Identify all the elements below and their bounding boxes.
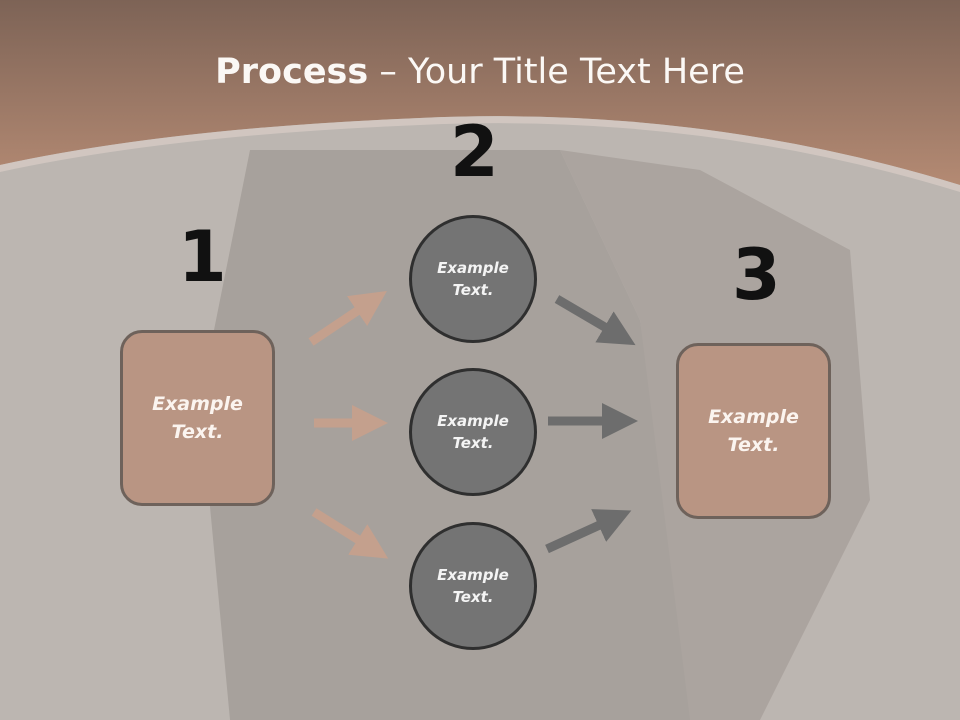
circle-top-line2: Text. <box>452 281 494 299</box>
circle-middle-line2: Text. <box>452 434 494 452</box>
arrow-left-down <box>311 508 389 559</box>
title-rest: – Your Title Text Here <box>368 52 745 92</box>
circle-bottom-line2: Text. <box>452 588 494 606</box>
circle-top-line1: Example <box>437 258 509 277</box>
title-bold: Process <box>215 52 369 92</box>
slide-title: Process – Your Title Text Here <box>0 52 960 92</box>
step-number-1: 1 <box>178 216 227 298</box>
arrow-right-up <box>554 295 636 346</box>
step-3-text-line1: Example <box>708 405 799 428</box>
step-1-text-line1: Example <box>152 392 243 415</box>
arrow-right-down <box>545 509 632 554</box>
step-1-text-line2: Text. <box>171 421 224 443</box>
step-number-2: 2 <box>450 111 499 193</box>
step-number-3: 3 <box>732 234 781 316</box>
circle-bottom-line1: Example <box>437 565 509 584</box>
step-3-text-line2: Text. <box>727 434 780 456</box>
arrow-left-up <box>308 290 387 346</box>
circle-middle-line1: Example <box>437 411 509 430</box>
